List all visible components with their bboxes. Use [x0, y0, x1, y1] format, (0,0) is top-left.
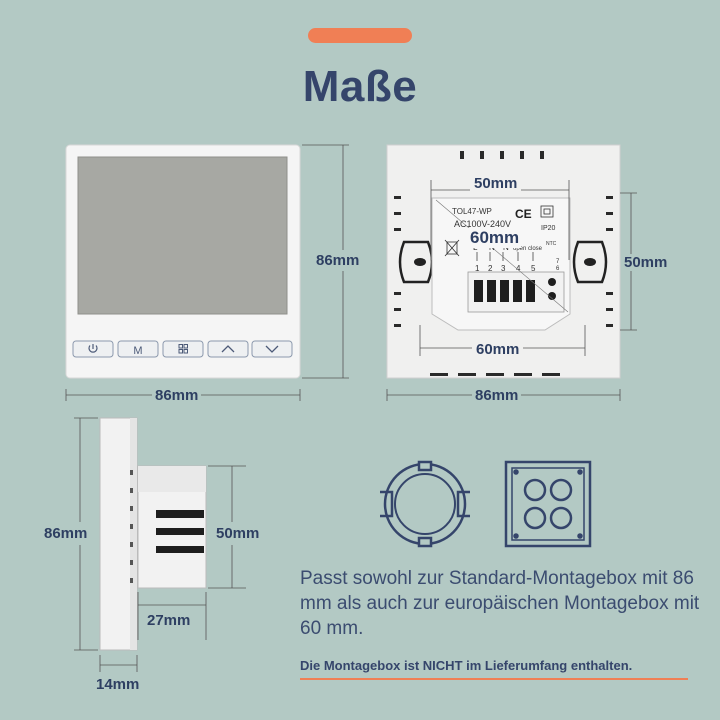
- svg-text:4: 4: [516, 264, 521, 273]
- box-depth-label: 27mm: [147, 612, 191, 629]
- grid-icon: [178, 344, 188, 354]
- svg-text:6: 6: [556, 266, 560, 272]
- svg-text:7: 7: [556, 259, 560, 265]
- square-mounting-box-icon: [504, 460, 592, 548]
- page-title: Maße: [302, 62, 418, 111]
- accent-bar: [308, 28, 412, 43]
- back-hole-spacing-right: 50mm: [624, 254, 668, 271]
- front-buttons: M: [72, 340, 293, 358]
- back-view: TOL47-WP AC100V-240V 3A CE IP20 L N N op…: [386, 144, 637, 401]
- not-included-note: Die Montagebox ist NICHT im Lieferumfang…: [300, 658, 633, 673]
- note-underline: [300, 678, 688, 680]
- back-width-label: 86mm: [472, 387, 522, 404]
- back-hole-spacing-middle: 60mm: [468, 228, 522, 248]
- power-icon: [88, 344, 98, 353]
- back-hole-spacing-top: 50mm: [470, 175, 522, 192]
- back-hole-spacing-bottom: 60mm: [472, 341, 524, 358]
- side-height-label: 86mm: [44, 522, 88, 545]
- model-label: TOL47-WP: [452, 207, 492, 216]
- svg-text:3: 3: [501, 264, 506, 273]
- m-button-label: M: [133, 345, 142, 357]
- svg-text:5: 5: [531, 264, 536, 273]
- ce-mark: CE: [515, 207, 532, 221]
- description-text: Passt sowohl zur Standard-Montagebox mit…: [300, 568, 700, 639]
- svg-text:NTC: NTC: [546, 241, 557, 247]
- front-height-label: 86mm: [316, 250, 360, 271]
- svg-text:2: 2: [488, 264, 493, 273]
- lcd-screen: [77, 156, 288, 315]
- round-mounting-box-icon: [380, 460, 470, 548]
- front-view: M: [65, 144, 349, 401]
- svg-text:1: 1: [475, 264, 480, 273]
- plate-depth-label: 14mm: [96, 676, 140, 693]
- side-view: [74, 417, 246, 672]
- box-height-label: 50mm: [216, 522, 260, 545]
- voltage-label: AC100V-240V: [454, 219, 511, 229]
- chevron-down-icon: [265, 345, 279, 353]
- svg-text:open close: open close: [513, 246, 543, 252]
- weee-bin-icon: [444, 239, 460, 257]
- ip-rating: IP20: [541, 225, 556, 232]
- chevron-up-icon: [221, 345, 235, 353]
- front-width-label: 86mm: [152, 387, 202, 404]
